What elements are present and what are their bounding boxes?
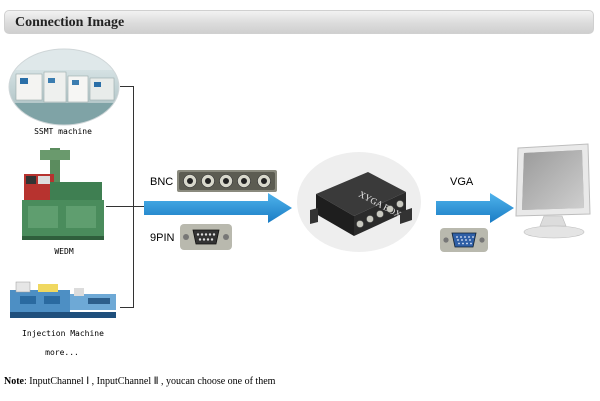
section-header: Connection Image bbox=[4, 10, 594, 34]
vga-connector bbox=[440, 228, 488, 252]
injection-machine-image bbox=[8, 280, 120, 320]
machine-label-ssmt: SSMT machine bbox=[34, 127, 92, 136]
note-text: : InputChannel Ⅰ , InputChannel Ⅱ , youc… bbox=[24, 376, 276, 387]
note-prefix: Note bbox=[4, 376, 24, 387]
bracket-tick-wedm bbox=[106, 206, 134, 207]
machine-label-wedm: WEDM bbox=[54, 247, 74, 256]
section-title: Connection Image bbox=[15, 15, 125, 30]
output-arrow bbox=[436, 193, 514, 223]
machine-label-injection: Injection Machine bbox=[22, 329, 104, 338]
bnc-connector-strip bbox=[177, 170, 277, 192]
ninepin-label: 9PIN bbox=[150, 232, 175, 244]
ssmt-machine-image bbox=[8, 48, 120, 126]
input-arrow bbox=[144, 193, 292, 223]
machine-label-more: more... bbox=[45, 348, 79, 357]
bracket-tick-output bbox=[134, 206, 144, 207]
monitor-image bbox=[512, 142, 596, 240]
bnc-label: BNC bbox=[150, 176, 174, 188]
machine-group-bracket bbox=[120, 86, 134, 308]
vga-label: VGA bbox=[450, 176, 474, 188]
converter-box-image: XYGA BOX bbox=[296, 150, 422, 252]
ninepin-connector bbox=[180, 224, 232, 250]
footer-note: Note: InputChannel Ⅰ , InputChannel Ⅱ , … bbox=[4, 376, 275, 387]
wedm-machine-image bbox=[20, 146, 108, 242]
